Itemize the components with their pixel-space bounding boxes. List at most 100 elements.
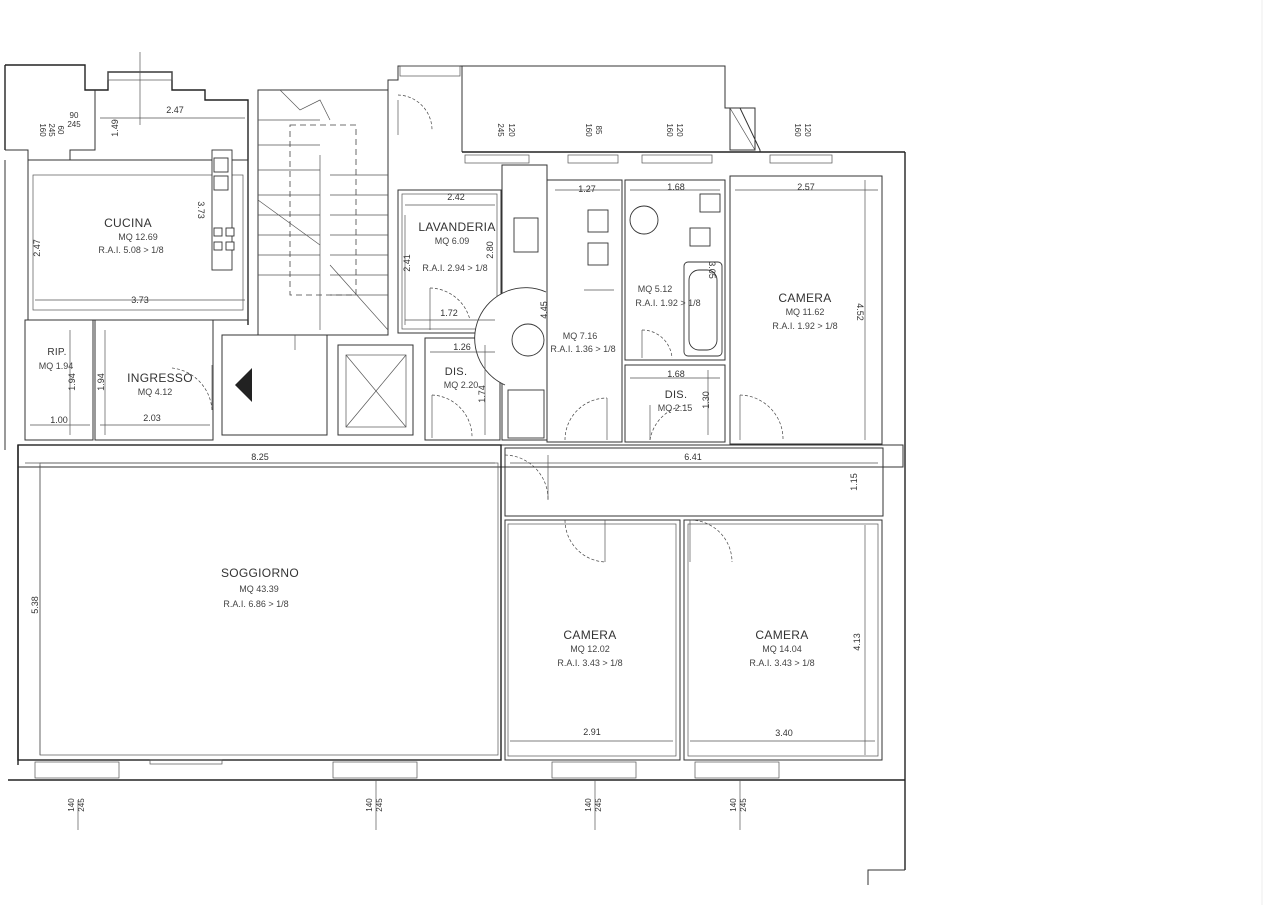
room-rai: R.A.I. 1.92 > 1/8 xyxy=(635,298,700,308)
dimension-label: 160 xyxy=(793,123,802,137)
dimension-label: 245 xyxy=(375,798,384,812)
dimension-label: 1.26 xyxy=(453,342,471,352)
room-name: CAMERA xyxy=(563,628,616,642)
dimension-label: 2.42 xyxy=(447,192,465,202)
doors xyxy=(171,94,784,563)
room-name: CUCINA xyxy=(104,216,152,230)
room-rai: R.A.I. 3.43 > 1/8 xyxy=(557,658,622,668)
room-name: DIS. xyxy=(665,389,688,401)
room-area: MQ 2.20 xyxy=(444,380,479,390)
dimension-label: 120 xyxy=(675,123,684,137)
dimension-label: 3.73 xyxy=(131,295,149,305)
dimension-label: 60 xyxy=(56,126,65,135)
room-dis-1: DIS. MQ 2.20 xyxy=(444,366,479,390)
room-name: SOGGIORNO xyxy=(221,566,299,580)
dimension-label: 140 xyxy=(365,798,374,812)
dimension-label: 245 xyxy=(77,798,86,812)
dimension-label: 3.40 xyxy=(775,728,793,738)
room-rai: R.A.I. 5.08 > 1/8 xyxy=(98,245,163,255)
dimension-label: 140 xyxy=(67,798,76,812)
room-name: LAVANDERIA xyxy=(418,220,495,234)
room-name: CAMERA xyxy=(755,628,808,642)
dimension-label: 120 xyxy=(803,123,812,137)
dimension-label: 85 xyxy=(594,126,603,135)
dimension-label: 2.47 xyxy=(32,239,42,257)
room-area: MQ 2.15 xyxy=(658,403,693,413)
room-rai: R.A.I. 2.94 > 1/8 xyxy=(422,263,487,273)
dimension-label: 3.73 xyxy=(196,201,206,219)
dimension-label: 4.13 xyxy=(852,633,862,651)
room-soggiorno: SOGGIORNO MQ 43.39 R.A.I. 6.86 > 1/8 xyxy=(221,566,299,609)
room-rip: RIP. MQ 1.94 xyxy=(39,347,74,371)
room-area: MQ 4.12 xyxy=(138,387,173,397)
room-camera-2: CAMERA MQ 12.02 R.A.I. 3.43 > 1/8 xyxy=(557,628,622,668)
room-rai: R.A.I. 3.43 > 1/8 xyxy=(749,658,814,668)
dimension-label: 1.27 xyxy=(578,184,596,194)
dimension-labels: 2.47 1.49 3.73 2.47 3.73 90 245 60 160 2… xyxy=(30,105,865,812)
room-area: MQ 5.12 xyxy=(638,284,673,294)
room-area: MQ 14.04 xyxy=(762,644,802,654)
dimension-label: 1.68 xyxy=(667,369,685,379)
dimension-label: 120 xyxy=(507,123,516,137)
dimension-label: 140 xyxy=(729,798,738,812)
stair-arrow-icon xyxy=(235,368,252,402)
dimension-label: 160 xyxy=(38,123,47,137)
room-area: MQ 7.16 xyxy=(563,331,598,341)
dimension-label: 2.41 xyxy=(402,254,412,272)
fixtures xyxy=(34,65,833,779)
dimension-label: 2.91 xyxy=(583,727,601,737)
room-area: MQ 43.39 xyxy=(239,584,279,594)
dimension-label: 1.68 xyxy=(667,182,685,192)
dimension-label: 245 xyxy=(594,798,603,812)
dimension-label: 245 xyxy=(67,120,81,129)
room-lavanderia: LAVANDERIA MQ 6.09 R.A.I. 2.94 > 1/8 xyxy=(418,220,495,273)
dimension-label: 1.94 xyxy=(96,373,106,391)
dimension-label: 1.00 xyxy=(50,415,68,425)
dimension-label: 8.25 xyxy=(251,452,269,462)
dimension-label: 2.80 xyxy=(485,241,495,259)
room-name: INGRESSO xyxy=(127,371,193,385)
room-bagno-2: MQ 5.12 R.A.I. 1.92 > 1/8 xyxy=(635,284,700,308)
room-rai: R.A.I. 1.36 > 1/8 xyxy=(550,344,615,354)
dimension-label: 6.41 xyxy=(684,452,702,462)
dimension-label: 2.03 xyxy=(143,413,161,423)
dimension-label: 160 xyxy=(665,123,674,137)
dimension-label: 140 xyxy=(584,798,593,812)
dimension-label: 90 xyxy=(70,111,79,120)
room-area: MQ 12.02 xyxy=(570,644,610,654)
dimension-label: 160 xyxy=(584,123,593,137)
dimension-lines xyxy=(25,52,878,830)
dimension-label: 1.49 xyxy=(110,119,120,137)
room-area: MQ 6.09 xyxy=(435,236,470,246)
dimension-label: 245 xyxy=(739,798,748,812)
dimension-label: 2.47 xyxy=(166,105,184,115)
room-name: RIP. xyxy=(47,347,66,358)
room-camera-1: CAMERA MQ 11.62 R.A.I. 1.92 > 1/8 xyxy=(772,291,837,331)
dimension-label: 1.94 xyxy=(67,373,77,391)
dimension-label: 2.57 xyxy=(797,182,815,192)
dimension-label: 1.74 xyxy=(477,385,487,403)
room-name: DIS. xyxy=(445,366,468,378)
dimension-label: 1.30 xyxy=(701,391,711,409)
room-area: MQ 12.69 xyxy=(118,232,158,242)
room-ingresso: INGRESSO MQ 4.12 xyxy=(127,371,193,397)
room-dis-2: DIS. MQ 2.15 xyxy=(658,389,693,413)
room-camera-3: CAMERA MQ 14.04 R.A.I. 3.43 > 1/8 xyxy=(749,628,814,668)
dimension-label: 4.45 xyxy=(539,301,549,319)
dimension-label: 3.05 xyxy=(707,261,717,279)
room-name: CAMERA xyxy=(778,291,831,305)
room-area: MQ 11.62 xyxy=(786,307,825,317)
room-rai: R.A.I. 6.86 > 1/8 xyxy=(223,599,288,609)
room-bagno-1: MQ 7.16 R.A.I. 1.36 > 1/8 xyxy=(550,331,615,354)
dimension-label: 4.52 xyxy=(855,303,865,321)
room-cucina: CUCINA MQ 12.69 R.A.I. 5.08 > 1/8 xyxy=(98,216,163,255)
dimension-label: 1.72 xyxy=(440,308,458,318)
dimension-label: 245 xyxy=(496,123,505,137)
dimension-label: 5.38 xyxy=(30,596,40,614)
staircase xyxy=(235,89,389,402)
dimension-label: 245 xyxy=(47,123,56,137)
dimension-label: 1.15 xyxy=(849,473,859,491)
room-area: MQ 1.94 xyxy=(39,361,74,371)
room-rai: R.A.I. 1.92 > 1/8 xyxy=(772,321,837,331)
